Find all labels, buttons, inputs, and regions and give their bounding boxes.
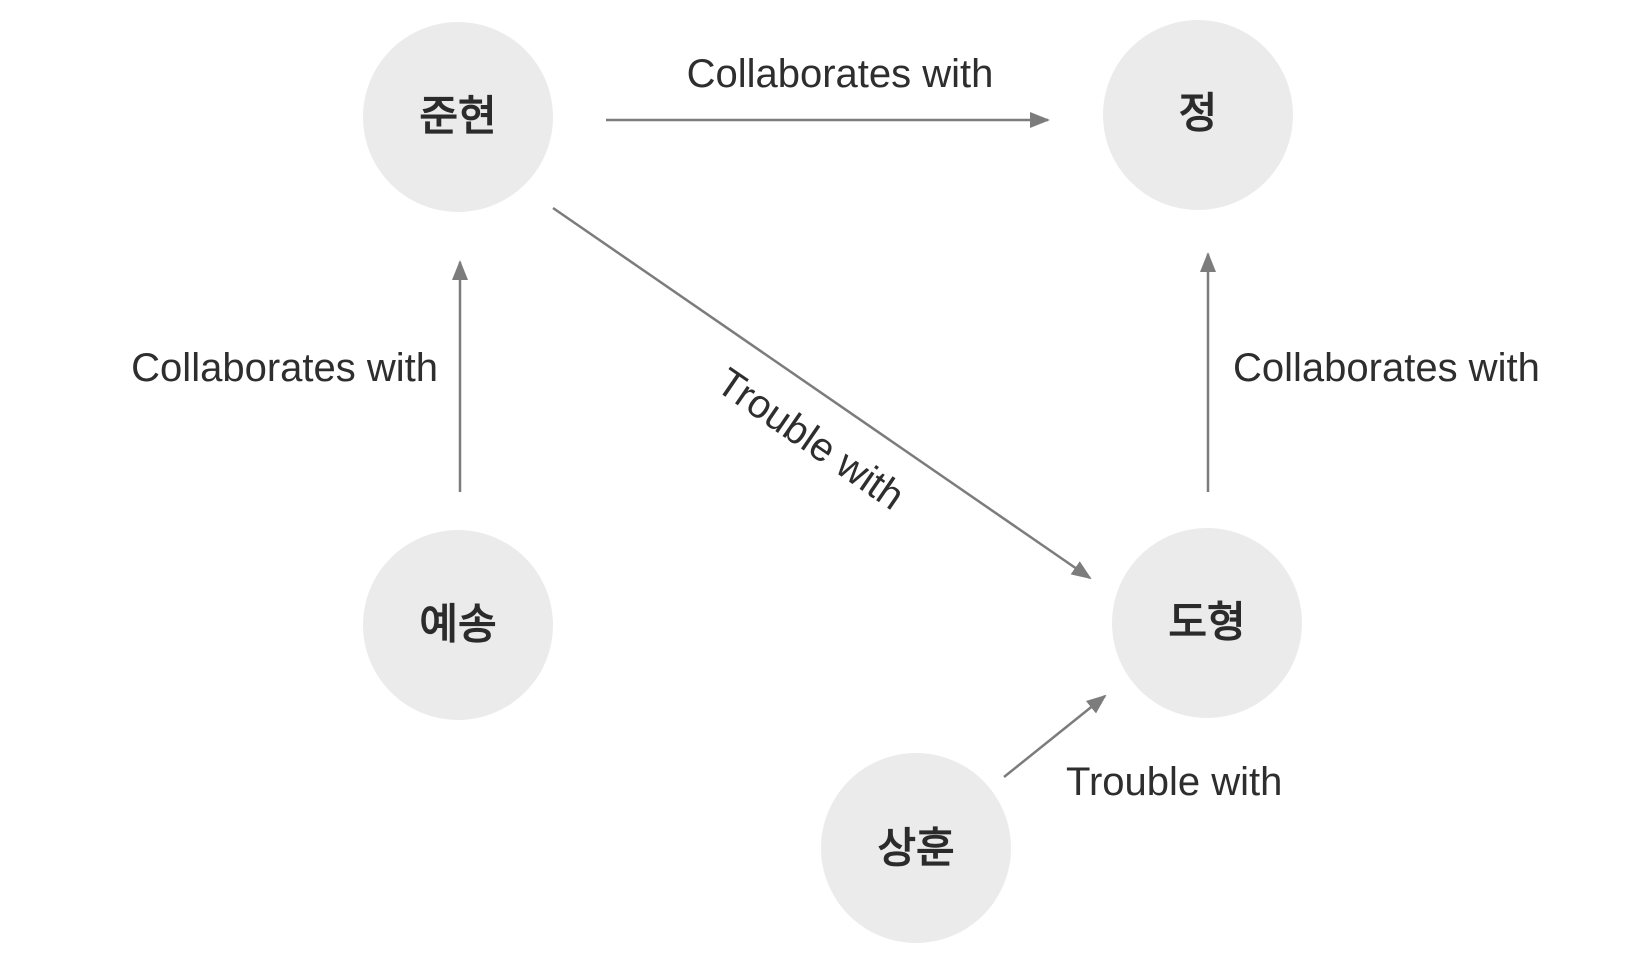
edge-label-yesong-junhyeon: Collaborates with [131, 346, 438, 390]
edge-label-junhyeon-dohyeong: Trouble with [709, 360, 912, 519]
arrow-line [1003, 694, 1107, 778]
edge-junhyeon-jeong: Collaborates with [606, 52, 1050, 128]
edge-dohyeong-jeong: Collaborates with [1200, 252, 1540, 492]
node-label-yesong: 예송 [419, 600, 496, 649]
node-junhyeon: 준현 [363, 22, 553, 212]
node-label-dohyeong: 도형 [1168, 598, 1245, 647]
node-yesong: 예송 [363, 530, 553, 720]
node-jeong: 정 [1103, 20, 1293, 210]
node-label-junhyeon: 준현 [419, 92, 496, 141]
node-label-jeong: 정 [1179, 89, 1218, 138]
edge-yesong-junhyeon: Collaborates with [131, 260, 468, 492]
edge-sanghun-dohyeong: Trouble with [1003, 694, 1282, 804]
edge-label-dohyeong-jeong: Collaborates with [1233, 346, 1540, 390]
edge-label-sanghun-dohyeong: Trouble with [1066, 760, 1282, 804]
node-label-sanghun: 상훈 [877, 824, 954, 873]
edge-label-junhyeon-jeong: Collaborates with [687, 52, 994, 96]
edge-junhyeon-dohyeong: Trouble with [552, 206, 1092, 580]
node-dohyeong: 도형 [1112, 528, 1302, 718]
node-sanghun: 상훈 [821, 753, 1011, 943]
arrow-line [552, 206, 1092, 580]
